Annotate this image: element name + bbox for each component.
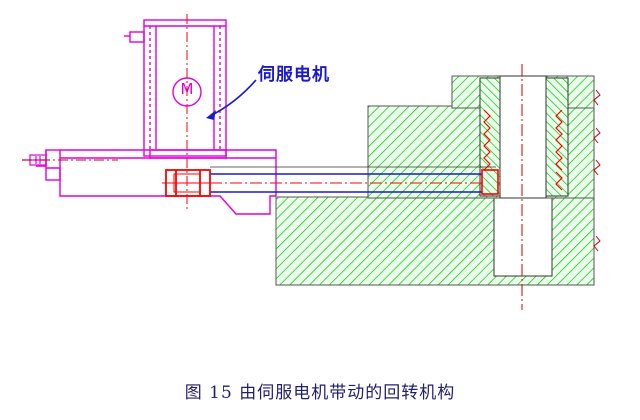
motor-symbol: M xyxy=(180,80,194,98)
break-marks xyxy=(593,89,601,252)
shaft-end-ring xyxy=(481,169,499,195)
rotary-arm xyxy=(36,149,277,215)
shaft xyxy=(210,173,496,193)
motor-callout-label: 伺服电机 xyxy=(258,65,330,85)
callout-arrowhead xyxy=(206,110,216,120)
callout-arrow xyxy=(209,79,257,117)
bushing-left xyxy=(479,77,501,197)
base-block xyxy=(275,196,595,286)
bushing-right xyxy=(545,77,569,197)
figure-caption: 图 15 由伺服电机带动的回转机构 xyxy=(184,383,456,403)
